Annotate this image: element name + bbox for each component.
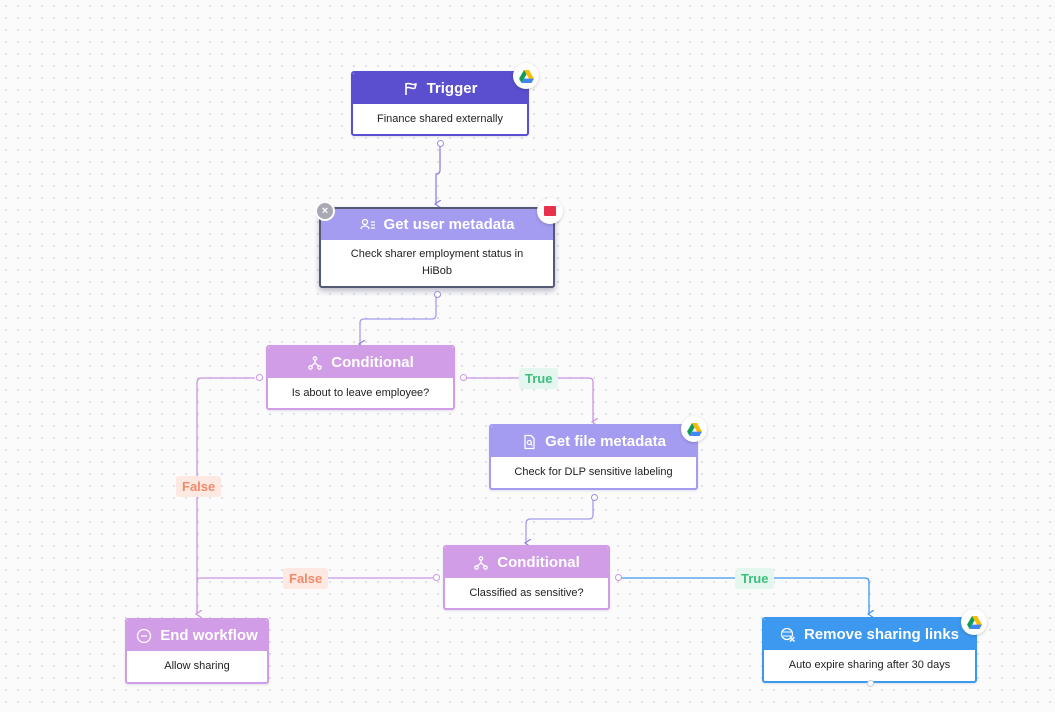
- conditional-leave-description: Is about to leave employee?: [291, 386, 430, 399]
- google-drive-icon: [513, 63, 539, 89]
- conditional-node-leave[interactable]: Conditional Is about to leave employee?: [256, 345, 467, 410]
- end-workflow-header: End workflow: [127, 620, 267, 651]
- conditional-leave-header: Conditional: [268, 347, 453, 378]
- link-off-icon: [780, 627, 795, 642]
- edge-label-false: False: [283, 568, 329, 589]
- get-user-metadata-description: Check sharer employment status in HiBob: [350, 248, 524, 277]
- get-user-metadata-node[interactable]: Get user metadata Check sharer employmen…: [317, 198, 563, 298]
- conditional-sensitive-false-port[interactable]: [433, 574, 440, 581]
- edge-cond1-false: [197, 377, 255, 614]
- end-workflow-node[interactable]: End workflow Allow sharing: [125, 618, 269, 684]
- get-user-metadata-title: Get user metadata: [383, 216, 515, 233]
- get-file-output-port[interactable]: [591, 494, 598, 501]
- edge-get-file-to-cond2: [526, 499, 594, 543]
- edge-cond2-true: [621, 577, 869, 614]
- branch-icon: [474, 555, 489, 570]
- conditional-sensitive-description: Classified as sensitive?: [469, 586, 584, 599]
- get-user-output-port[interactable]: [434, 291, 441, 298]
- close-icon[interactable]: ×: [317, 203, 333, 219]
- get-file-metadata-header: Get file metadata: [491, 426, 696, 457]
- trigger-title: Trigger: [426, 80, 478, 97]
- conditional-sensitive-header: Conditional: [445, 547, 608, 578]
- remove-sharing-links-node[interactable]: Remove sharing links Auto expire sharing…: [762, 609, 987, 687]
- end-workflow-title: End workflow: [160, 627, 258, 644]
- trigger-node[interactable]: Trigger Finance shared externally: [351, 63, 539, 147]
- trigger-node-header: Trigger: [353, 73, 527, 104]
- get-file-metadata-node[interactable]: Get file metadata Check for DLP sensitiv…: [489, 416, 707, 501]
- edge-cond1-true: [465, 377, 593, 422]
- end-workflow-description: Allow sharing: [164, 660, 230, 672]
- file-search-icon: [524, 434, 535, 449]
- google-drive-icon: [961, 609, 987, 635]
- get-file-metadata-title: Get file metadata: [545, 433, 666, 450]
- conditional-leave-true-port[interactable]: [460, 374, 467, 381]
- conditional-node-sensitive[interactable]: Conditional Classified as sensitive?: [433, 545, 622, 610]
- get-user-metadata-header: Get user metadata: [321, 209, 553, 240]
- user-list-icon: [359, 218, 375, 229]
- trigger-description: Finance shared externally: [377, 112, 503, 125]
- conditional-sensitive-title: Conditional: [497, 554, 580, 571]
- hibob-icon: [537, 198, 563, 224]
- google-drive-icon: [681, 416, 707, 442]
- edge-get-user-to-cond1: [360, 296, 437, 344]
- flag-icon: [404, 82, 417, 95]
- remove-sharing-links-description: Auto expire sharing after 30 days: [788, 659, 951, 671]
- conditional-leave-false-port[interactable]: [256, 374, 263, 381]
- conditional-leave-title: Conditional: [331, 354, 414, 371]
- edge-label-false: False: [176, 476, 222, 497]
- branch-icon: [308, 355, 323, 370]
- remove-sharing-links-header: Remove sharing links: [764, 619, 975, 650]
- edge-trigger-to-get-user: [436, 146, 440, 204]
- edge-cond2-false: [196, 577, 433, 582]
- trigger-output-port[interactable]: [437, 140, 444, 147]
- end-icon: [137, 628, 152, 643]
- edge-label-true: True: [735, 568, 775, 589]
- remove-sharing-output-port[interactable]: [867, 680, 874, 687]
- remove-sharing-links-title: Remove sharing links: [803, 626, 960, 643]
- edge-label-true: True: [519, 368, 559, 389]
- get-file-metadata-description: Check for DLP sensitive labeling: [514, 466, 673, 478]
- conditional-sensitive-true-port[interactable]: [615, 574, 622, 581]
